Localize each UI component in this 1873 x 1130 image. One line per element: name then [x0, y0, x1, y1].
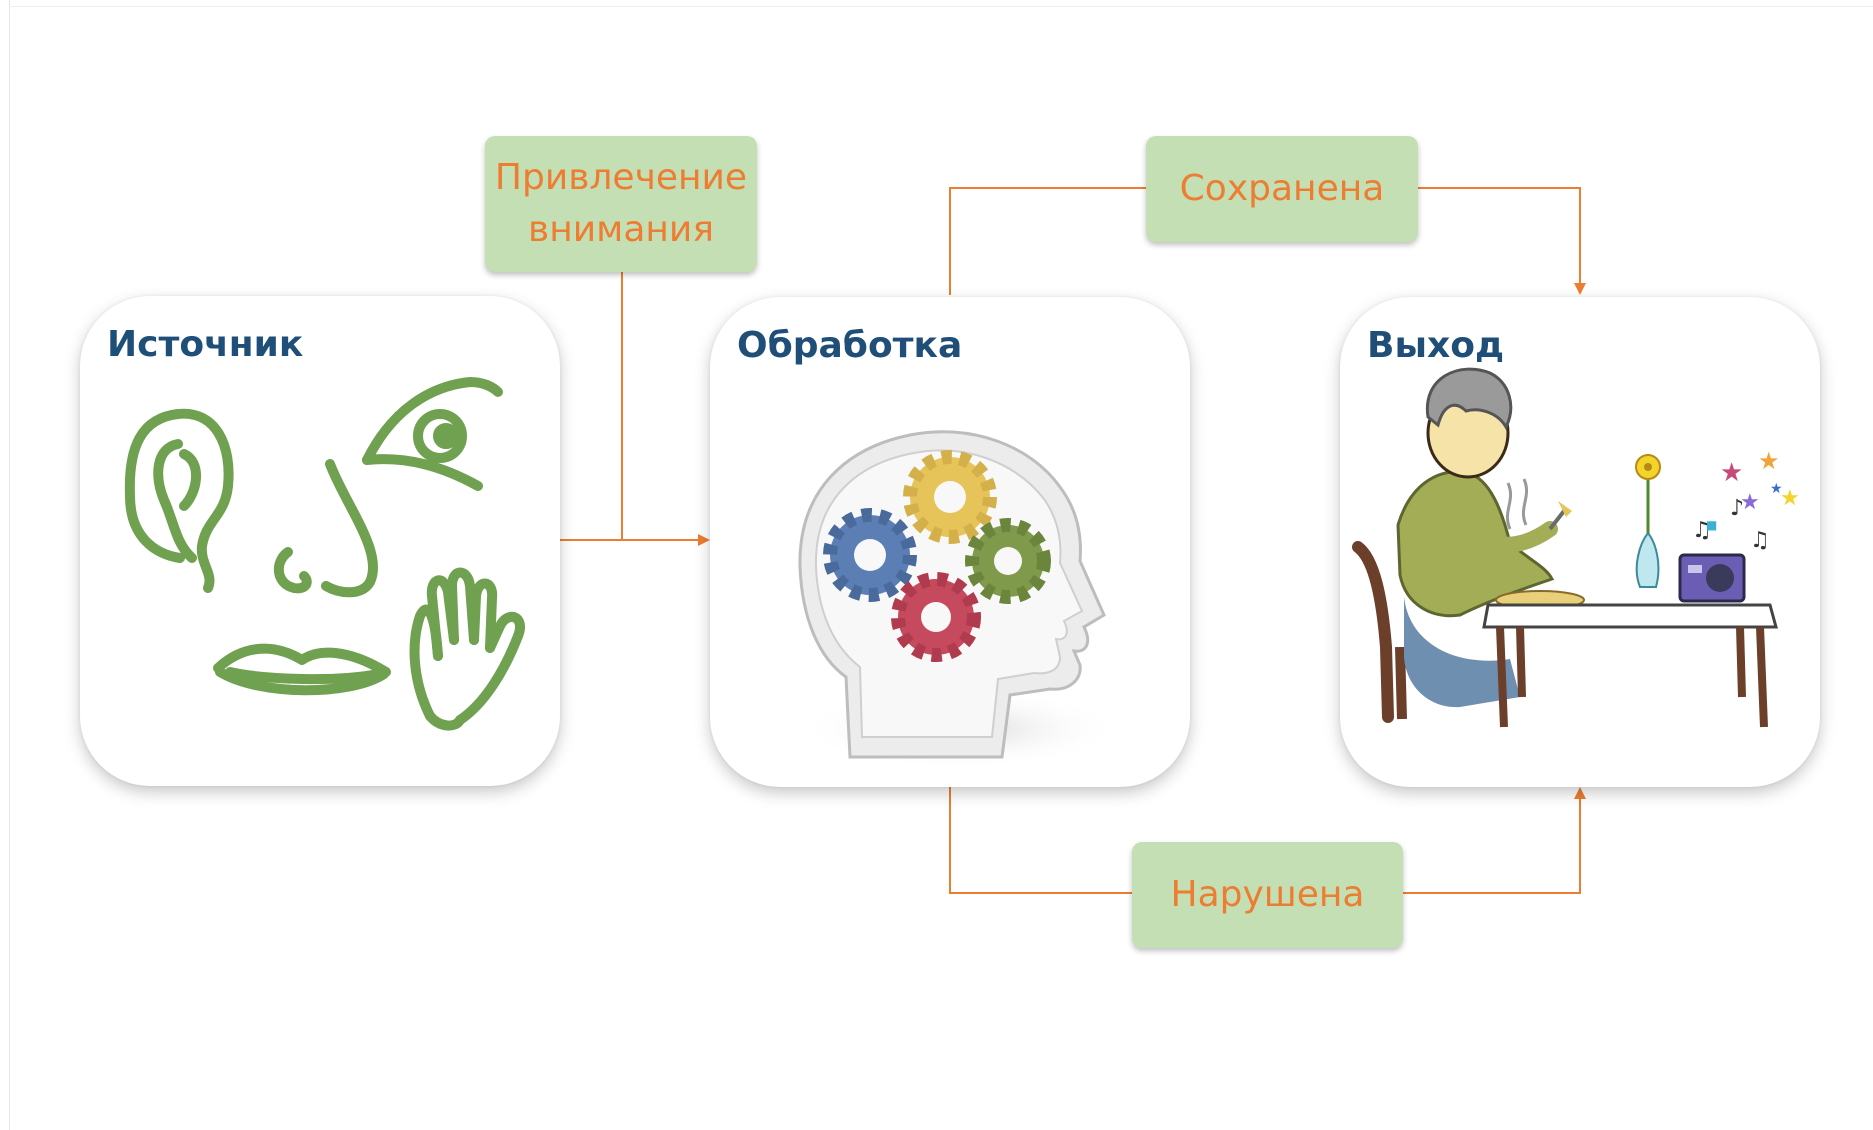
processing-card: Обработка [710, 297, 1190, 787]
preserved-label: Сохранена [1146, 136, 1418, 242]
output-card: ♫ ♪ ♫ ★ ★ ★ ★ ★ ■ Выход [1340, 297, 1820, 787]
sense-organs-illustration [124, 377, 525, 731]
music-notes-icon: ♫ ♪ ♫ ★ ★ ★ ★ ★ ■ [1692, 447, 1800, 553]
processing-title: Обработка [737, 325, 963, 366]
gear-yellow [903, 450, 997, 544]
gear-blue [823, 508, 917, 602]
elderly-woman-eating-icon: ♫ ♪ ♫ ★ ★ ★ ★ ★ ■ [1352, 367, 1800, 728]
attention-label-line2: внимания [528, 209, 714, 250]
output-title: Выход [1367, 325, 1505, 366]
head-with-gears-icon [798, 430, 1120, 769]
hand-icon [409, 567, 525, 731]
svg-text:■: ■ [1706, 518, 1717, 532]
table [1482, 603, 1778, 728]
source-card: Источник [80, 296, 560, 786]
chair [1352, 541, 1407, 723]
connector-processing-to-preserved [949, 187, 1146, 295]
connector-processing-to-impaired [949, 786, 1132, 894]
page-border-top [9, 6, 1873, 7]
eye-icon [362, 377, 503, 491]
svg-text:★: ★ [1780, 486, 1800, 511]
svg-text:★: ★ [1758, 447, 1780, 475]
impaired-label-text: Нарушена [1170, 873, 1365, 915]
preserved-label-text: Сохранена [1179, 167, 1385, 209]
flower-vase-icon [1635, 454, 1661, 588]
attention-label: Привлечение внимания [485, 136, 757, 272]
svg-text:★: ★ [1720, 458, 1743, 488]
svg-text:★: ★ [1770, 481, 1783, 497]
ear-icon [124, 408, 234, 593]
connector-preserved-to-output [1418, 187, 1586, 295]
gear-green [965, 518, 1051, 604]
gear-red [891, 572, 981, 662]
attention-label-line1: Привлечение [494, 156, 748, 198]
impaired-label: Нарушена [1132, 842, 1403, 948]
source-title: Источник [107, 324, 304, 365]
svg-text:♫: ♫ [1692, 518, 1712, 543]
nose-icon [274, 459, 378, 598]
svg-text:★: ★ [1740, 490, 1760, 515]
radio-icon [1678, 553, 1746, 603]
svg-text:♫: ♫ [1750, 528, 1770, 553]
connector-impaired-to-output [1403, 787, 1586, 894]
lips-icon [213, 643, 391, 696]
page-border-left [9, 0, 10, 1130]
svg-text:♪: ♪ [1730, 496, 1744, 521]
